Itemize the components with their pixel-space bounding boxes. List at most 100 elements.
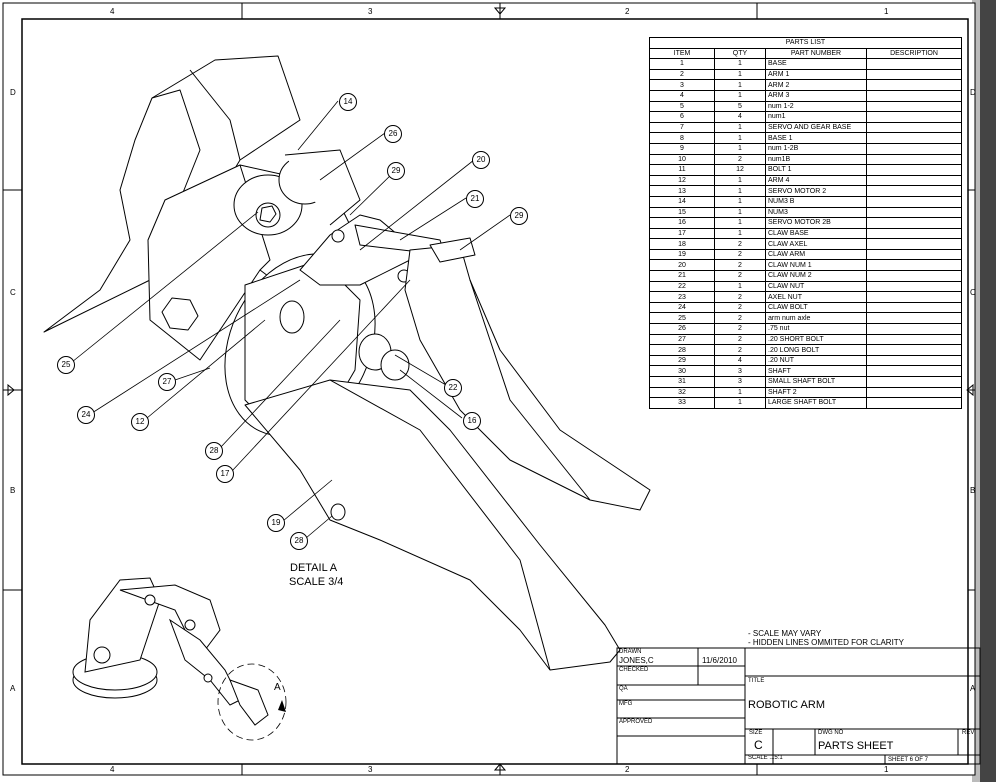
description-cell (866, 333, 962, 346)
part-number-cell: CLAW NUM 2 (765, 270, 867, 282)
part-number-cell: SERVO MOTOR 2B (765, 217, 867, 229)
zone-row-label: D (970, 88, 976, 97)
item-number-cell: 22 (649, 280, 715, 293)
qty-cell: 2 (714, 291, 766, 303)
qty-cell: 2 (714, 238, 766, 250)
qty-cell: 1 (714, 121, 766, 134)
zone-row-label: C (10, 288, 16, 297)
qty-cell: 1 (714, 79, 766, 91)
zone-row-label: B (970, 486, 976, 495)
item-balloon: 21 (466, 190, 484, 208)
description-cell (866, 206, 962, 219)
qty-cell: 1 (714, 227, 766, 240)
part-number-cell: NUM3 B (765, 195, 867, 208)
qty-cell: 2 (714, 301, 766, 314)
description-cell (866, 111, 962, 123)
qty-cell: 2 (714, 312, 766, 325)
description-cell (866, 164, 962, 176)
item-number-cell: 26 (649, 323, 715, 335)
description-cell (866, 185, 962, 197)
part-number-cell: SERVO MOTOR 2 (765, 185, 867, 197)
column-header-description: DESCRIPTION (866, 47, 962, 60)
title-block-frame (616, 647, 981, 765)
qty-cell: 1 (714, 206, 766, 219)
item-balloon: 14 (339, 93, 357, 111)
part-number-cell: .75 nut (765, 323, 867, 335)
qty-cell: 5 (714, 100, 766, 113)
qty-cell: 2 (714, 270, 766, 282)
qty-cell: 2 (714, 153, 766, 166)
qty-cell: 4 (714, 111, 766, 123)
zone-col-label: 1 (884, 7, 889, 16)
page-edge-highlight (972, 0, 980, 782)
item-number-cell: 27 (649, 333, 715, 346)
note-hidden-lines: - HIDDEN LINES OMMITED FOR CLARITY (748, 638, 905, 647)
qty-cell: 4 (714, 354, 766, 367)
item-number-cell: 33 (649, 397, 715, 409)
detail-callout-arrow (278, 700, 286, 712)
description-cell (866, 238, 962, 250)
part-number-cell: ARM 2 (765, 79, 867, 91)
item-number-cell: 17 (649, 227, 715, 240)
item-number-cell: 11 (649, 164, 715, 176)
qty-cell: 1 (714, 132, 766, 144)
description-cell (866, 291, 962, 303)
description-cell (866, 142, 962, 155)
description-cell (866, 270, 962, 282)
qty-cell: 2 (714, 333, 766, 346)
item-number-cell: 28 (649, 344, 715, 356)
qty-cell: 1 (714, 142, 766, 155)
full-arm-iso-view (72, 577, 269, 726)
zone-col-label: 2 (625, 765, 630, 774)
item-balloon: 20 (472, 151, 490, 169)
zone-row-label: D (10, 88, 16, 97)
checked-label: CHECKED (619, 667, 649, 673)
qty-cell: 1 (714, 217, 766, 229)
item-number-cell: 31 (649, 376, 715, 388)
part-number-cell: CLAW ARM (765, 248, 867, 261)
description-cell (866, 397, 962, 409)
description-cell (866, 68, 962, 81)
leader-lines (71, 100, 511, 539)
drawn-by: JONES,C (619, 656, 654, 665)
drawn-label: DRAWN (619, 649, 642, 655)
dwg-no-label: DWG NO (818, 730, 844, 736)
item-number-cell: 23 (649, 291, 715, 303)
description-cell (866, 227, 962, 240)
zone-col-label: 4 (110, 7, 115, 16)
item-number-cell: 30 (649, 365, 715, 377)
detail-callout-letter: A (274, 682, 281, 693)
part-number-cell: CLAW NUM 1 (765, 259, 867, 272)
qty-cell: 2 (714, 248, 766, 261)
note-scale: - SCALE MAY VARY (748, 629, 822, 638)
drawn-date: 11/6/2010 (702, 656, 737, 665)
part-number-cell: num1 (765, 111, 867, 123)
item-number-cell: 32 (649, 386, 715, 399)
item-number-cell: 5 (649, 100, 715, 113)
part-number-cell: ARM 3 (765, 89, 867, 102)
item-number-cell: 21 (649, 270, 715, 282)
description-cell (866, 301, 962, 314)
part-number-cell: AXEL NUT (765, 291, 867, 303)
zone-ticks (3, 3, 975, 775)
description-cell (866, 259, 962, 272)
part-number-cell: BOLT 1 (765, 164, 867, 176)
